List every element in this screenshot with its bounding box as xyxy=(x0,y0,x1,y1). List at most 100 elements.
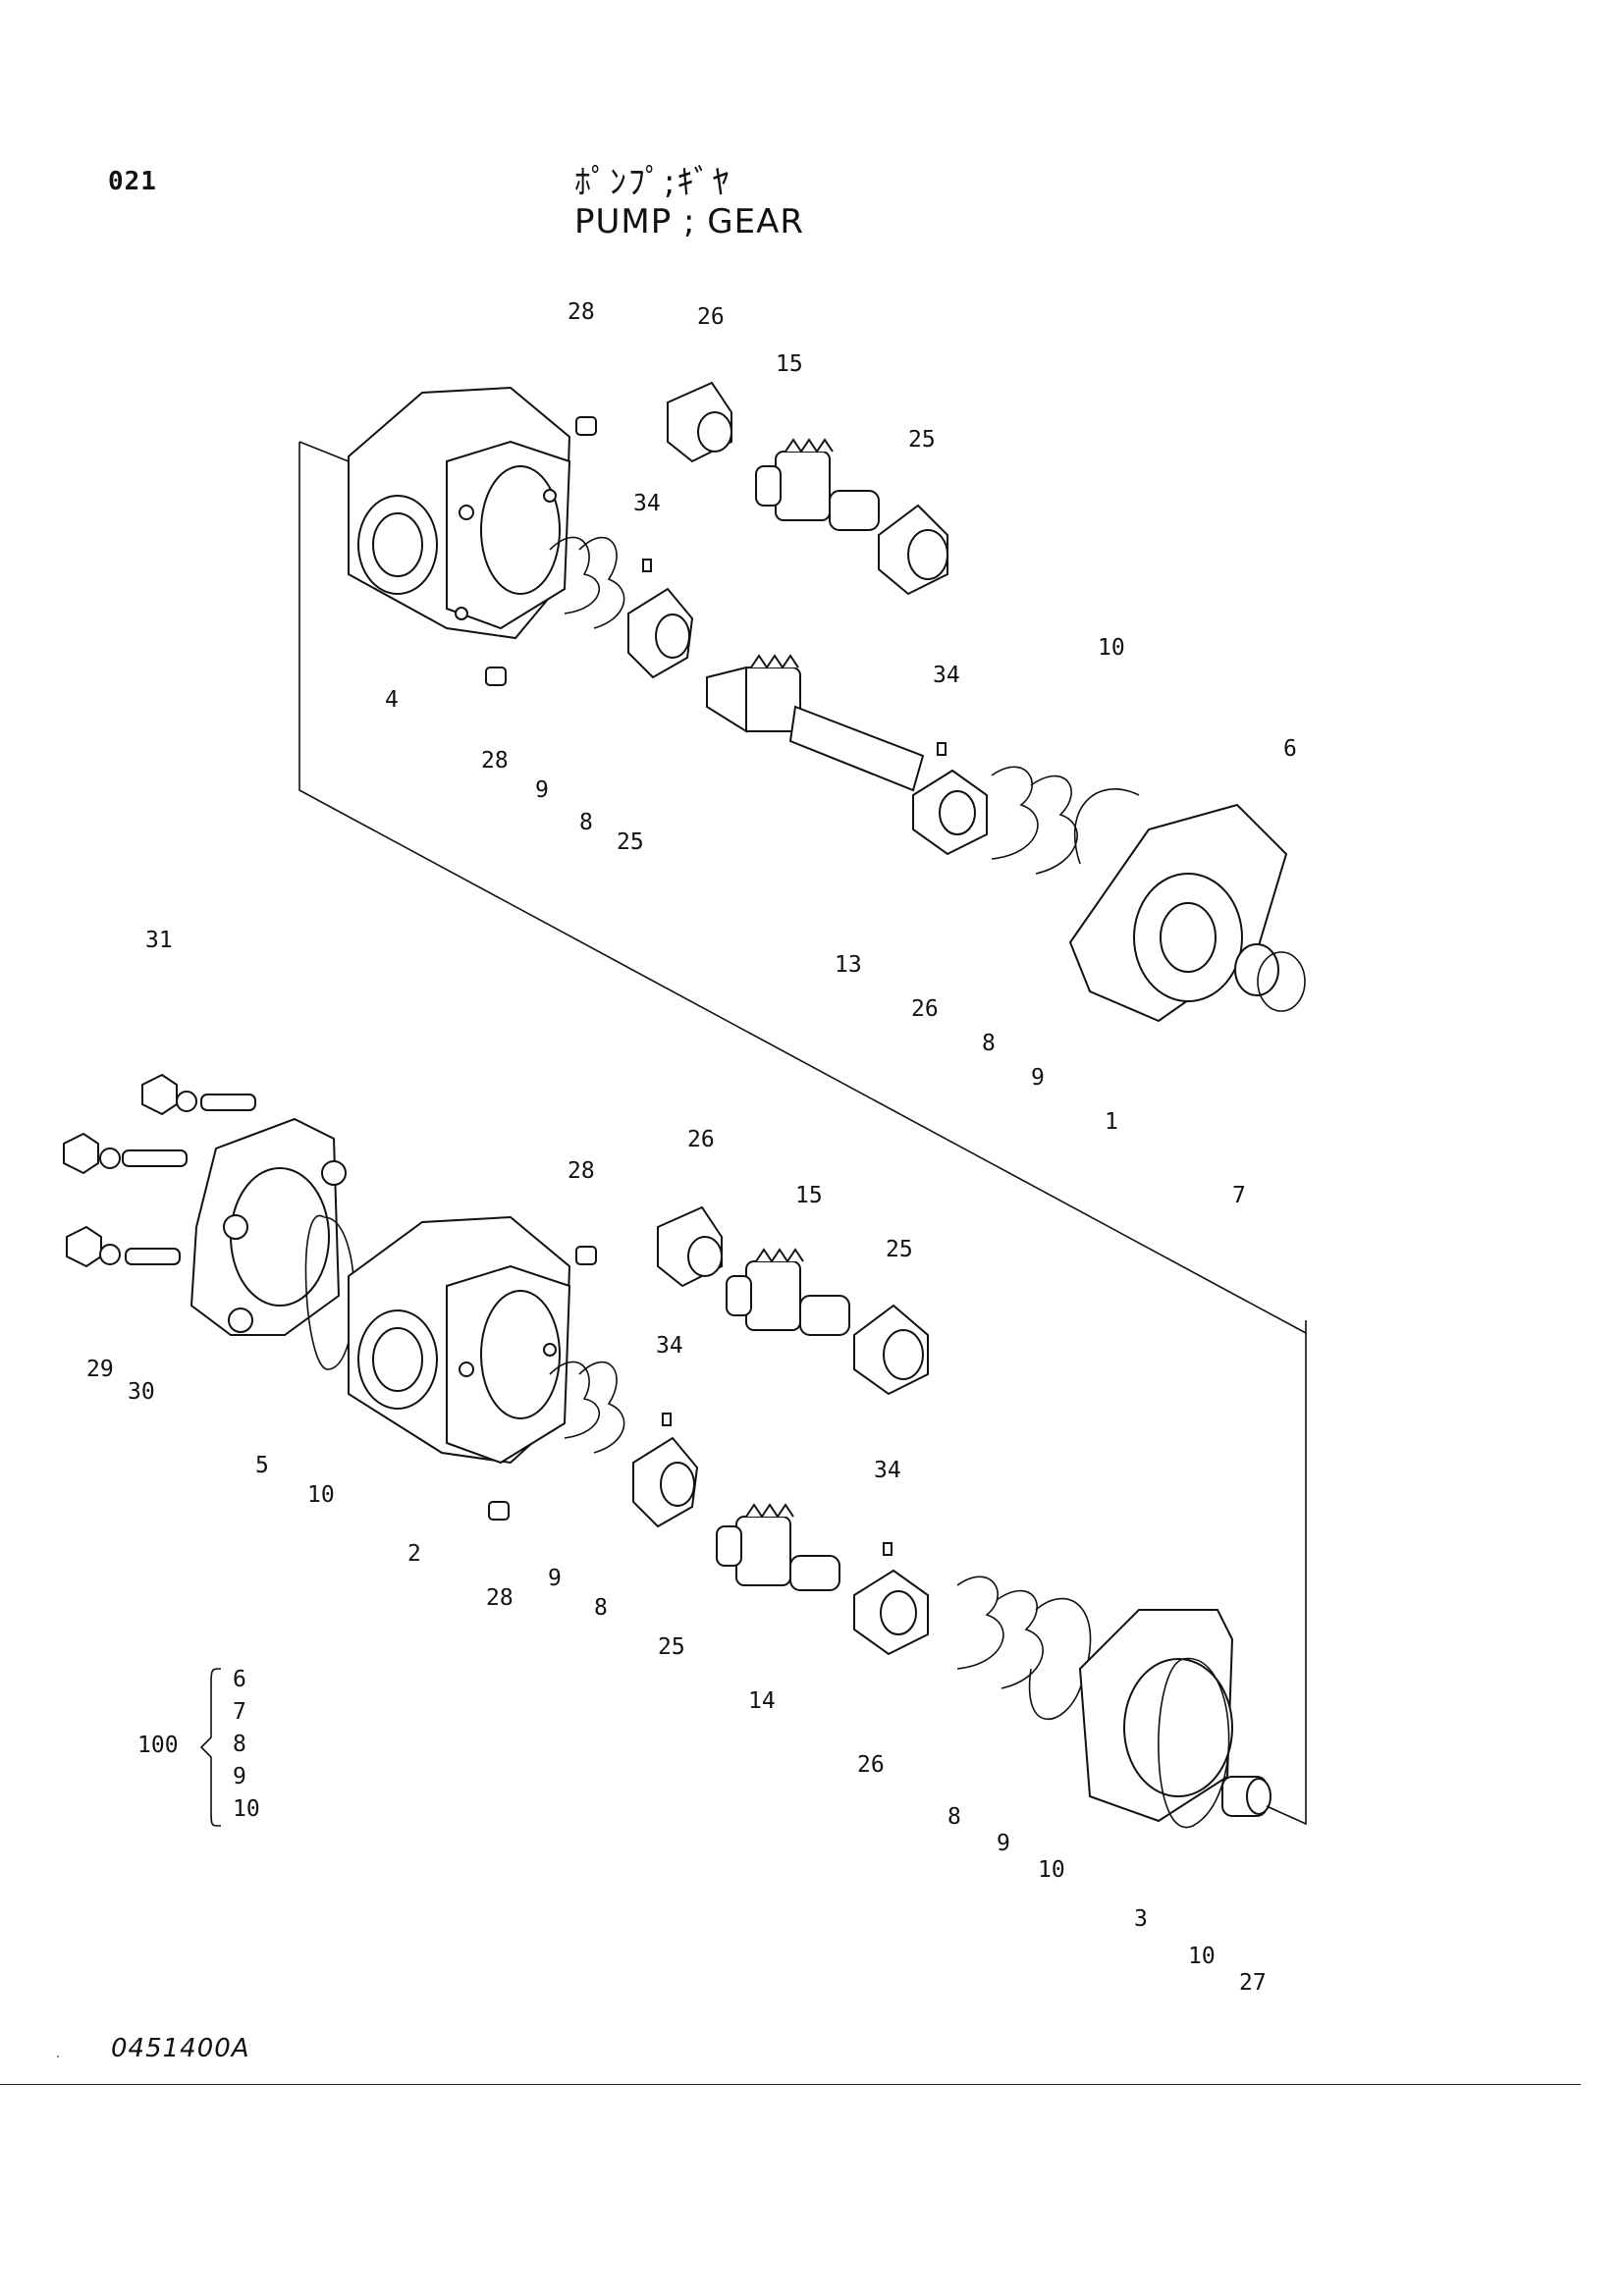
lower-ring-9 xyxy=(549,1361,601,1439)
upper-reference-label: 1 xyxy=(1105,1109,1118,1135)
upper-reference-label: 8 xyxy=(982,1031,996,1056)
lower-reference-label: 26 xyxy=(687,1127,715,1152)
lower-reference-label: 2 xyxy=(407,1541,421,1567)
kit-item: 7 xyxy=(233,1699,246,1725)
lower-bearing-25a xyxy=(853,1304,929,1396)
upper-reference-labels: 28 26 15 25 34 4 28 9 8 25 10 34 6 13 26 8 9 1 7 xyxy=(385,299,1297,1208)
lower-reference-label: 34 xyxy=(656,1333,683,1359)
kit-bracket: 100 6 7 8 9 10 xyxy=(137,1667,260,1827)
lower-reference-label: 9 xyxy=(548,1566,562,1591)
upper-drive-shaft-13 xyxy=(706,654,925,792)
upper-reference-label: 26 xyxy=(911,996,939,1022)
upper-ring-9b xyxy=(1030,774,1078,875)
lower-gear-14 xyxy=(716,1503,840,1591)
lower-key-34a xyxy=(662,1413,672,1426)
upper-reference-label: 6 xyxy=(1283,736,1297,762)
lower-reference-label: 28 xyxy=(486,1585,514,1611)
upper-pin-top xyxy=(575,416,597,436)
upper-bearing-25a xyxy=(878,504,948,596)
lower-reference-label: 8 xyxy=(947,1804,961,1830)
upper-snap-ring-6 xyxy=(1257,951,1306,1012)
lower-reference-label: 28 xyxy=(568,1158,595,1184)
lower-cover-3 xyxy=(1078,1609,1234,1823)
upper-cover-1 xyxy=(1068,803,1288,1023)
kit-item: 10 xyxy=(233,1796,260,1822)
lower-ring-8 xyxy=(578,1361,625,1454)
margin-dot xyxy=(57,2056,59,2057)
upper-reference-label: 26 xyxy=(697,304,725,330)
lower-oring-10a xyxy=(304,1214,355,1370)
lower-bearing-26a xyxy=(657,1205,723,1288)
upper-oring-10 xyxy=(1074,788,1140,865)
lower-ring-9b xyxy=(996,1589,1044,1689)
upper-boundary-top xyxy=(298,441,350,462)
lower-key-34b xyxy=(883,1542,893,1556)
upper-key-34b xyxy=(937,742,947,756)
upper-key-34a xyxy=(642,559,652,572)
lower-reference-label: 25 xyxy=(658,1634,685,1660)
upper-reference-label: 9 xyxy=(535,777,549,803)
lower-pin-top xyxy=(575,1246,597,1265)
upper-ring-9 xyxy=(549,536,601,614)
kit-item: 8 xyxy=(233,1732,246,1757)
upper-housing xyxy=(348,386,571,640)
upper-bearing-26b xyxy=(912,769,988,856)
bottom-rule xyxy=(0,2084,1581,2085)
lower-reference-label: 31 xyxy=(145,928,173,953)
upper-reference-label: 10 xyxy=(1098,635,1125,661)
lower-oring-10c xyxy=(1158,1658,1230,1829)
upper-reference-label: 13 xyxy=(835,952,862,978)
upper-seal-7 xyxy=(1234,943,1279,996)
page-number: 021 xyxy=(108,167,157,196)
lower-reference-label: 34 xyxy=(874,1458,901,1483)
lower-reference-label: 25 xyxy=(886,1237,913,1262)
lower-bearing-25b xyxy=(632,1436,699,1528)
upper-reference-label: 9 xyxy=(1031,1065,1045,1091)
lower-reference-label: 30 xyxy=(128,1379,155,1405)
lower-boundary xyxy=(1266,1333,1307,1826)
upper-reference-label: 8 xyxy=(579,810,593,835)
title-japanese: ﾎﾟﾝﾌﾟ;ｷﾞﾔ xyxy=(574,163,731,202)
kit-item: 9 xyxy=(233,1764,246,1789)
lower-reference-label: 10 xyxy=(307,1482,335,1508)
lower-reference-label: 5 xyxy=(255,1453,269,1478)
lower-reference-label: 10 xyxy=(1038,1857,1065,1883)
upper-ring-8 xyxy=(578,536,625,629)
lower-shaft-seal-27 xyxy=(1221,1776,1271,1817)
upper-reference-label: 25 xyxy=(617,829,644,855)
upper-boundary xyxy=(298,442,1307,1335)
lower-gear-15 xyxy=(726,1248,850,1336)
lower-reference-label: 26 xyxy=(857,1752,885,1778)
lower-oring-10b xyxy=(1028,1597,1092,1721)
upper-reference-label: 34 xyxy=(933,663,960,688)
upper-reference-label: 4 xyxy=(385,687,399,713)
upper-ring-8b xyxy=(991,766,1039,860)
upper-reference-label: 28 xyxy=(568,299,595,325)
title-english: PUMP ; GEAR xyxy=(574,202,805,241)
upper-gear-15 xyxy=(755,438,880,531)
lower-bearing-26b xyxy=(853,1569,929,1656)
lower-reference-label: 8 xyxy=(594,1595,608,1621)
upper-reference-label: 34 xyxy=(633,491,661,516)
lower-reference-label: 10 xyxy=(1188,1944,1216,1969)
upper-reference-label: 28 xyxy=(481,748,509,774)
upper-reference-label: 15 xyxy=(776,351,803,377)
lower-reference-labels: 3126281525342930510228982534142689103102… xyxy=(86,928,1267,1996)
kit-items: 6 7 8 9 10 xyxy=(233,1667,260,1822)
lower-reference-label: 29 xyxy=(86,1357,114,1382)
lower-flange-5 xyxy=(189,1117,347,1336)
upper-bearing-25b xyxy=(627,587,694,679)
upper-reference-label: 7 xyxy=(1232,1183,1246,1208)
lower-reference-label: 3 xyxy=(1134,1906,1148,1932)
lower-ring-8b xyxy=(956,1575,1004,1670)
kit-item: 6 xyxy=(233,1667,246,1692)
lower-reference-label: 14 xyxy=(748,1688,776,1714)
kit-number: 100 xyxy=(137,1733,179,1758)
lower-pin-bottom xyxy=(488,1501,510,1521)
lower-reference-label: 9 xyxy=(997,1831,1010,1856)
upper-bearing-26a xyxy=(667,381,732,463)
upper-reference-label: 25 xyxy=(908,427,936,453)
lower-housing-2 xyxy=(348,1215,571,1465)
